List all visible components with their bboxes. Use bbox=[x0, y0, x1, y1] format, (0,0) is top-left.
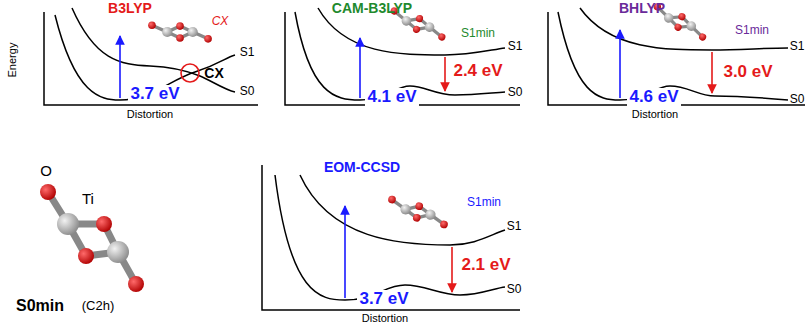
atom-label: O bbox=[38, 163, 54, 180]
state-label: S1 bbox=[788, 40, 807, 53]
emission-energy: 2.4 eV bbox=[451, 62, 504, 81]
method-title: EOM-CCSD bbox=[322, 160, 402, 175]
excitation-energy: 3.7 eV bbox=[128, 85, 181, 104]
excitation-energy: 4.6 eV bbox=[627, 88, 680, 107]
molecule-insets bbox=[148, 2, 711, 229]
inset-label: S1min bbox=[733, 24, 771, 37]
excitation-energy: 4.1 eV bbox=[365, 88, 418, 107]
crossing-circle bbox=[181, 64, 199, 82]
inset-label: S1min bbox=[465, 196, 503, 209]
method-title: BHLYP bbox=[617, 1, 667, 16]
inset-label: S1min bbox=[459, 27, 497, 40]
axis-title: Distortion bbox=[360, 312, 410, 324]
excitation-energy: 3.7 eV bbox=[357, 290, 410, 309]
crossing-label: CX bbox=[202, 66, 225, 81]
emission-energy: 2.1 eV bbox=[459, 256, 512, 275]
axes bbox=[44, 12, 805, 310]
symmetry-label: (C2h) bbox=[80, 299, 117, 313]
state-label: S0 bbox=[238, 85, 257, 98]
state-label: S0 bbox=[788, 93, 807, 106]
method-title: CAM-B3LYP bbox=[330, 1, 414, 16]
state-label: S0 bbox=[505, 283, 524, 296]
atom-label: Ti bbox=[80, 191, 96, 208]
inset-label: CX bbox=[210, 15, 231, 28]
potential-curves bbox=[55, 8, 788, 300]
ground-state-molecule bbox=[40, 184, 144, 292]
transition-arrows bbox=[120, 30, 712, 298]
state-label: S1 bbox=[505, 220, 524, 233]
emission-energy: 3.0 eV bbox=[721, 63, 774, 82]
state-label: S1 bbox=[506, 40, 525, 53]
axis-title: Energy bbox=[6, 41, 18, 80]
method-title: B3LYP bbox=[106, 1, 154, 16]
axis-title: Distortion bbox=[630, 108, 680, 120]
structure-label: S0min bbox=[14, 297, 66, 315]
state-label: S0 bbox=[506, 86, 525, 99]
state-label: S1 bbox=[238, 46, 257, 59]
axis-title: Distortion bbox=[125, 108, 175, 120]
